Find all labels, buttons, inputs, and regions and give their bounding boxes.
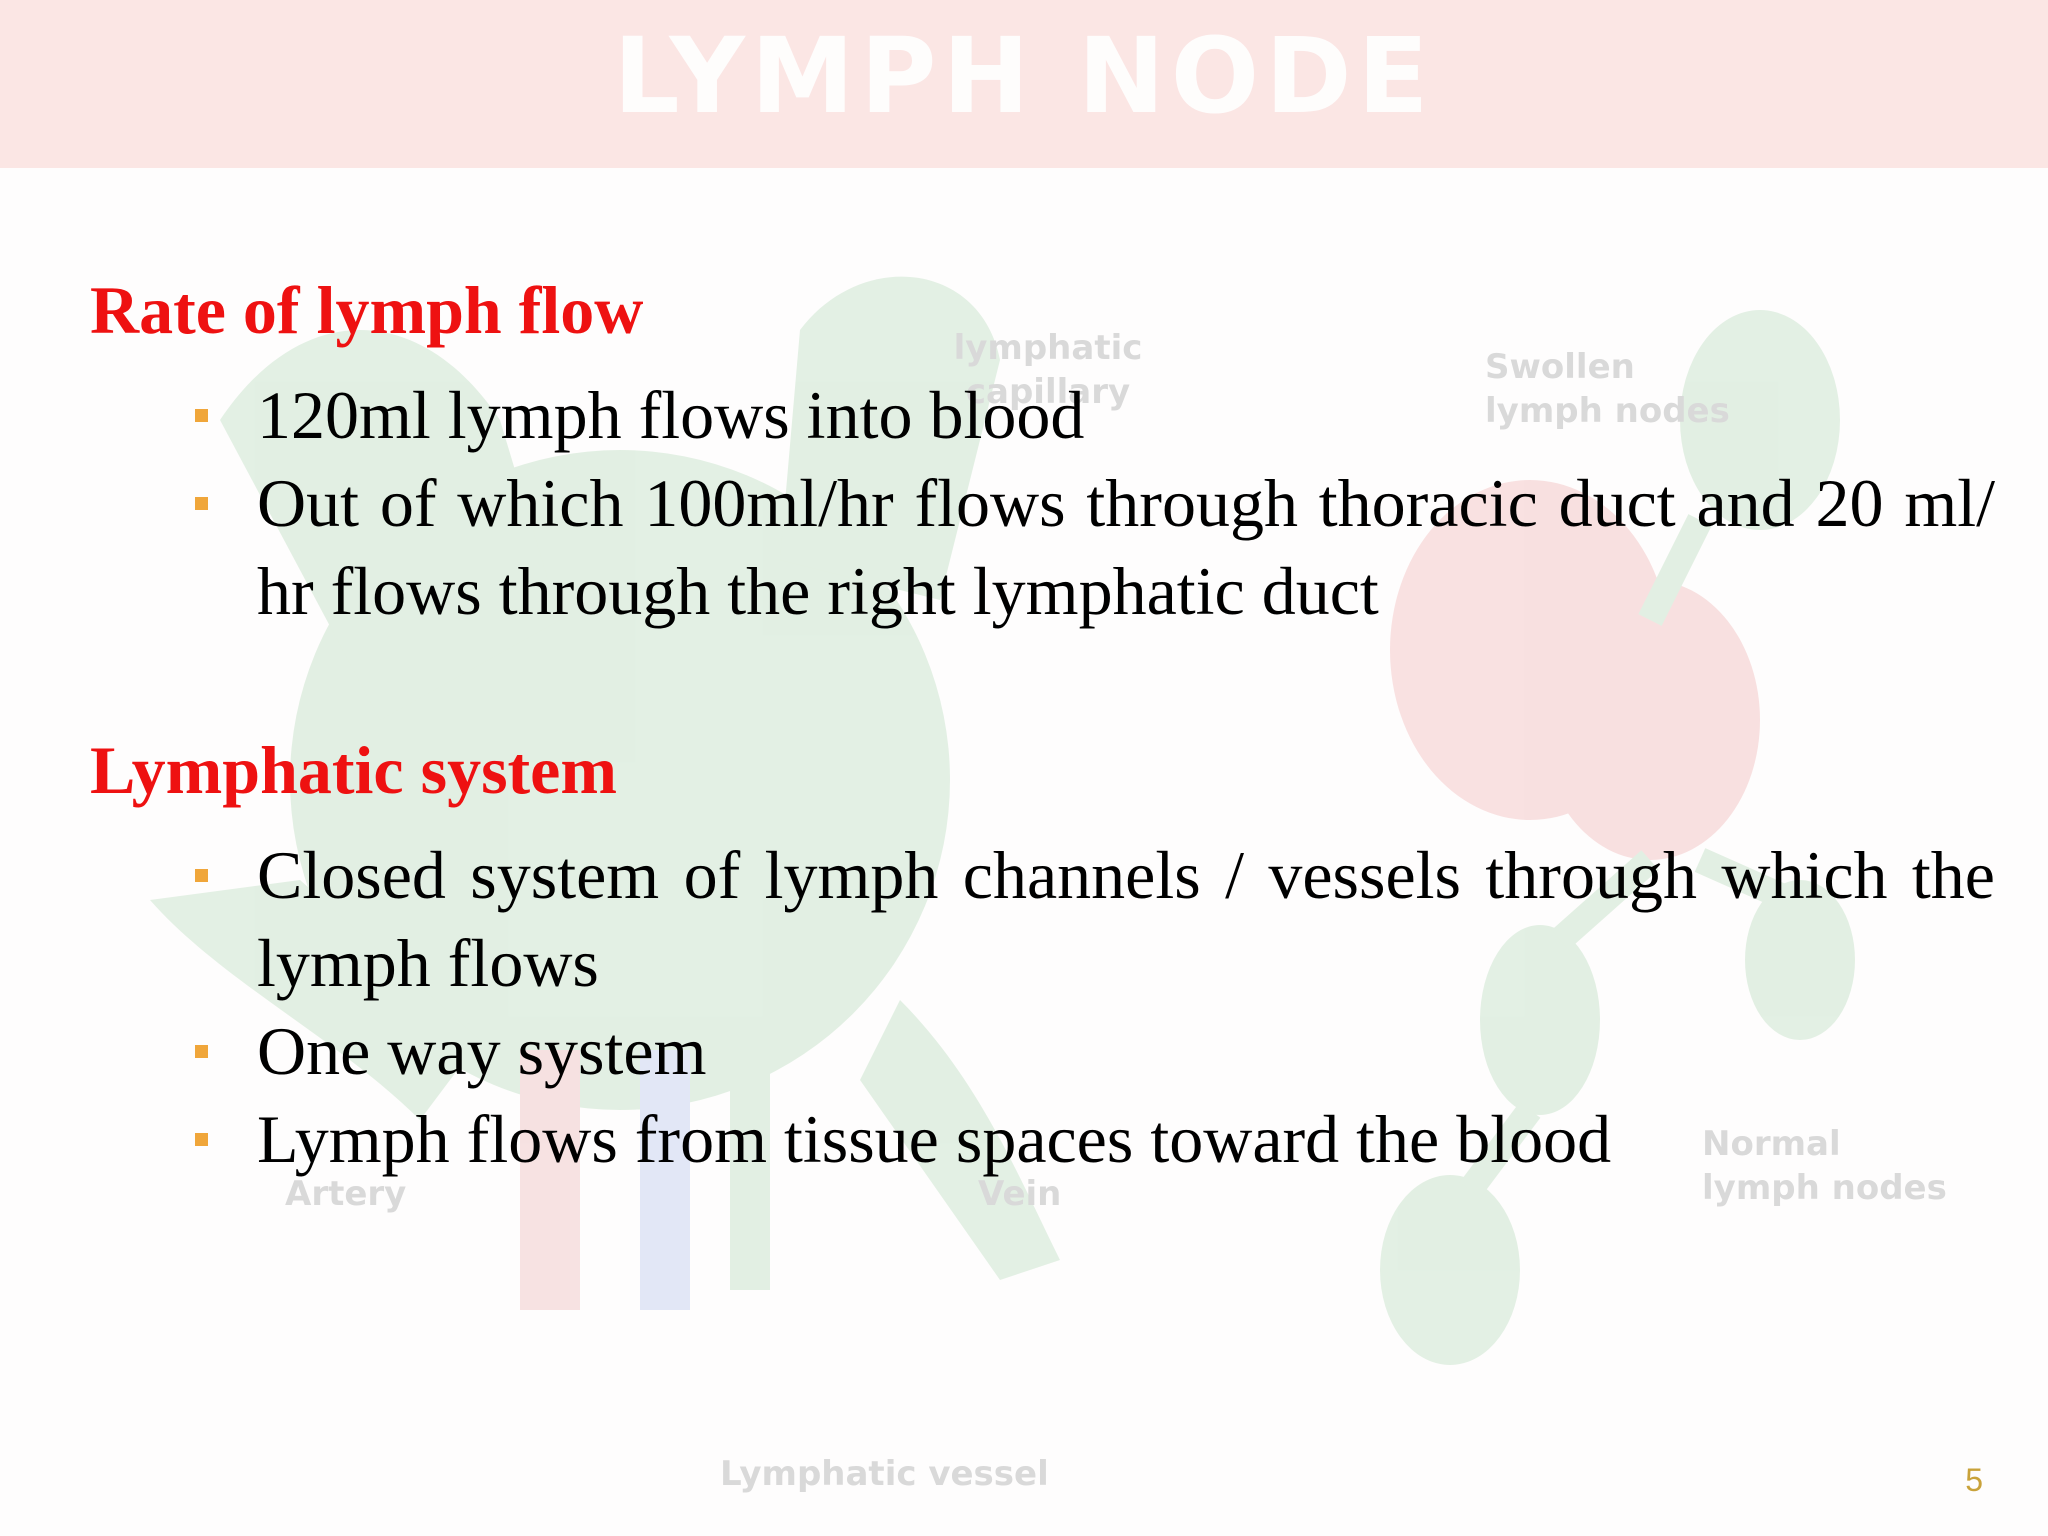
page-number: 5 [1965,1462,1983,1498]
bullet-item: One way system [90,1007,1995,1095]
bullet-item: Out of which 100ml/hr flows through thor… [90,459,1995,635]
bullet-text: Closed system of lymph channels / vessel… [257,837,1995,1001]
square-bullet-icon [195,1133,208,1146]
bullet-list-lymphatic-system: Closed system of lymph channels / vessel… [90,831,1995,1183]
bullet-text: 120ml lymph flows into blood [257,377,1085,453]
slide-content: Rate of lymph flow 120ml lymph flows int… [90,265,1995,1183]
square-bullet-icon [195,869,208,882]
bullet-list-rate-of-lymph-flow: 120ml lymph flows into blood Out of whic… [90,371,1995,635]
label-swollen-lymph-nodes: Swollen lymph nodes [1485,347,1730,431]
bullet-text: Out of which 100ml/hr flows through thor… [257,465,1995,629]
bullet-text: One way system [257,1013,707,1089]
section-heading-lymphatic-system: Lymphatic system [90,732,617,808]
bullet-item: 120ml lymph flows into blood [90,371,1995,459]
slide-title: LYMPH NODE [613,15,1435,137]
bullet-item: Closed system of lymph channels / vessel… [90,831,1995,1007]
label-lymphatic-capillary: lymphatic capillary [953,328,1143,412]
section-heading-rate-of-lymph-flow: Rate of lymph flow [90,272,644,348]
bullet-item: Lymph flows from tissue spaces toward th… [90,1095,1995,1183]
square-bullet-icon [195,497,208,510]
label-lymphatic-vessel: Lymphatic vessel [720,1454,1049,1494]
title-band [0,0,2048,168]
label-normal-lymph-nodes: Normal lymph nodes [1702,1124,1947,1208]
label-vein: Vein [978,1174,1062,1214]
bullet-text: Lymph flows from tissue spaces toward th… [257,1101,1612,1177]
square-bullet-icon [195,1045,208,1058]
square-bullet-icon [195,409,208,422]
label-artery: Artery [285,1174,407,1214]
